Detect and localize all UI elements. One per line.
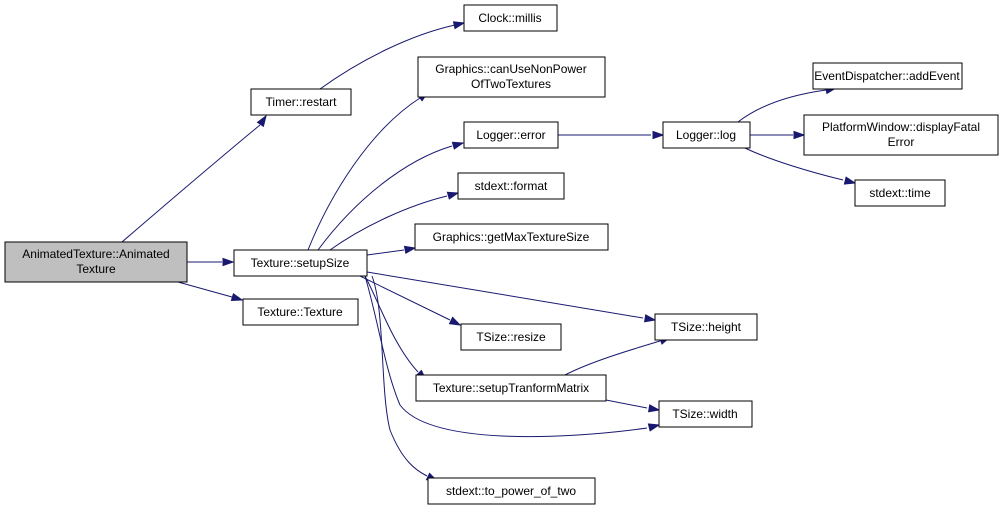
arrowhead: [256, 114, 267, 128]
edge-line: [366, 271, 644, 319]
edge-timer-restart-to-clock-millis: [319, 21, 466, 90]
edge-line: [364, 275, 648, 438]
node-label: Graphics::getMaxTextureSize: [433, 230, 590, 244]
edge-line: [737, 89, 827, 123]
arrowhead: [446, 191, 460, 200]
arrowhead: [403, 245, 417, 254]
node-label-line: Texture: [76, 262, 116, 276]
edges-layer: [121, 21, 857, 482]
node-label-line: Error: [888, 135, 915, 149]
edge-logger-log-to-stdext-time: [744, 147, 857, 185]
edge-line: [307, 97, 421, 251]
node-eventdispatcher-addevent[interactable]: EventDispatcher::addEvent: [812, 62, 963, 90]
edge-line: [319, 24, 456, 90]
arrowhead: [448, 316, 462, 326]
node-label: TSize::height: [671, 320, 742, 334]
node-logger-error[interactable]: Logger::error: [463, 121, 559, 149]
node-label: EventDispatcher::addEvent: [814, 69, 960, 83]
node-tsize-resize[interactable]: TSize::resize: [460, 323, 562, 351]
node-label: TSize::width: [672, 407, 737, 421]
arrowhead: [230, 292, 244, 302]
edge-texture-setupsize-to-tsize-resize: [359, 275, 462, 326]
node-tsize-width[interactable]: TSize::width: [658, 400, 753, 428]
node-stdext-format[interactable]: stdext::format: [457, 172, 565, 200]
edge-texture-setupsize-to-logger-error: [317, 141, 465, 251]
node-label: Logger::log: [676, 128, 736, 142]
arrowhead: [451, 141, 465, 150]
node-label: Logger::error: [476, 128, 545, 142]
arrowhead: [652, 130, 665, 140]
node-label-line: OfTwoTextures: [471, 77, 551, 91]
arrowhead: [843, 176, 857, 185]
node-stdext-time[interactable]: stdext::time: [854, 179, 946, 207]
nodes-layer: AnimatedTexture::Animated Texture Timer:…: [4, 4, 999, 505]
node-timer-restart[interactable]: Timer::restart: [250, 88, 352, 116]
node-graphics-cannonpower[interactable]: Graphics::canUseNonPower OfTwoTextures: [417, 56, 606, 98]
edge-texture-setupsize-to-stdext-format: [329, 191, 460, 251]
edge-logger-error-to-logger-log: [558, 130, 665, 140]
node-animated-texture[interactable]: AnimatedTexture::Animated Texture: [4, 241, 188, 283]
edge-texture-setupsize-to-tsize-width: [364, 275, 661, 438]
edge-texture-setupsize-to-tsize-height: [366, 271, 657, 323]
edge-texture-setupsize-to-texture-setuptm: [364, 275, 428, 382]
node-label: stdext::time: [869, 186, 931, 200]
edge-logger-log-to-platformwindow-displayfatal: [750, 130, 806, 140]
node-label: Texture::setupTranformMatrix: [433, 381, 589, 395]
edge-line: [317, 145, 453, 251]
arrowhead: [643, 314, 657, 323]
node-texture-texture[interactable]: Texture::Texture: [242, 298, 359, 326]
node-label: stdext::to_power_of_two: [446, 484, 576, 498]
edge-line: [744, 147, 844, 181]
edge-animated-texture-to-texture-texture: [177, 281, 244, 302]
node-label: Timer::restart: [266, 95, 338, 109]
edge-animated-texture-to-timer-restart: [121, 114, 267, 243]
edge-texture-setupsize-to-graphics-maxtex: [366, 245, 417, 256]
edge-line: [371, 275, 428, 477]
node-texture-setupsize[interactable]: Texture::setupSize: [233, 249, 368, 277]
arrowhead: [452, 21, 466, 30]
edge-line: [177, 281, 233, 298]
node-stdext-topoweroftwo[interactable]: stdext::to_power_of_two: [427, 477, 596, 505]
edge-texture-setuptm-to-tsize-width: [605, 399, 661, 413]
node-logger-log[interactable]: Logger::log: [662, 121, 751, 149]
edge-animated-texture-to-texture-setupsize: [187, 257, 235, 267]
edge-line: [564, 340, 661, 376]
node-clock-millis[interactable]: Clock::millis: [463, 4, 558, 32]
node-label: stdext::format: [475, 179, 548, 193]
edge-line: [359, 275, 451, 321]
node-label: Clock::millis: [478, 11, 541, 25]
node-graphics-getmaxtexturesize[interactable]: Graphics::getMaxTextureSize: [414, 223, 609, 251]
edge-line: [329, 195, 448, 251]
arrowhead: [647, 404, 661, 413]
node-label-line: PlatformWindow::displayFatal: [822, 120, 980, 134]
arrowhead: [793, 130, 806, 140]
node-label-line: AnimatedTexture::Animated: [22, 247, 169, 261]
arrowhead: [222, 257, 235, 267]
node-texture-setuptranformmatrix[interactable]: Texture::setupTranformMatrix: [415, 374, 607, 402]
node-label: Texture::Texture: [257, 305, 343, 319]
node-label: Texture::setupSize: [251, 256, 350, 270]
node-platformwindow-displayfatalerror[interactable]: PlatformWindow::displayFatal Error: [803, 114, 999, 156]
edge-line: [121, 124, 261, 243]
edge-texture-setuptm-to-tsize-height: [564, 336, 672, 376]
node-tsize-height[interactable]: TSize::height: [654, 313, 758, 341]
edge-line: [605, 399, 648, 409]
node-label-line: Graphics::canUseNonPower: [435, 62, 586, 76]
edge-line: [366, 249, 405, 256]
edge-line: [364, 275, 419, 373]
node-label: TSize::resize: [476, 330, 546, 344]
arrowhead: [647, 423, 661, 432]
